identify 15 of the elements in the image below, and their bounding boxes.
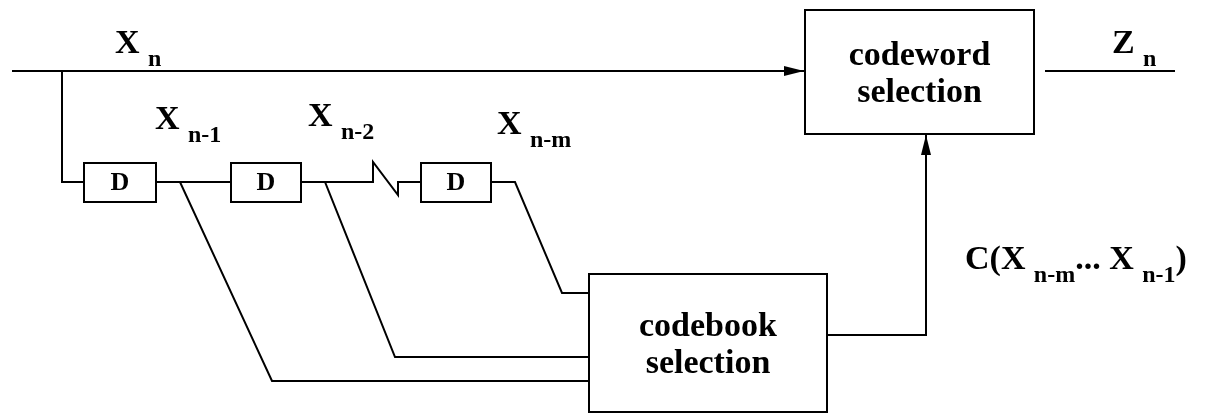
box-label: codeword selection [847, 34, 992, 110]
arrow [827, 134, 931, 336]
delay-box [420, 162, 492, 203]
process-box [804, 9, 1035, 135]
process-box [588, 273, 828, 413]
arrow [11, 66, 805, 76]
box-label: codebook selection [638, 305, 778, 381]
connector-line [61, 70, 84, 183]
delay-box [230, 162, 302, 203]
connector-line [1044, 70, 1176, 72]
connector-line [491, 181, 589, 294]
box-label: D [446, 168, 466, 197]
box-label: D [256, 168, 276, 197]
delay-box [83, 162, 157, 203]
box-label: D [110, 168, 130, 197]
